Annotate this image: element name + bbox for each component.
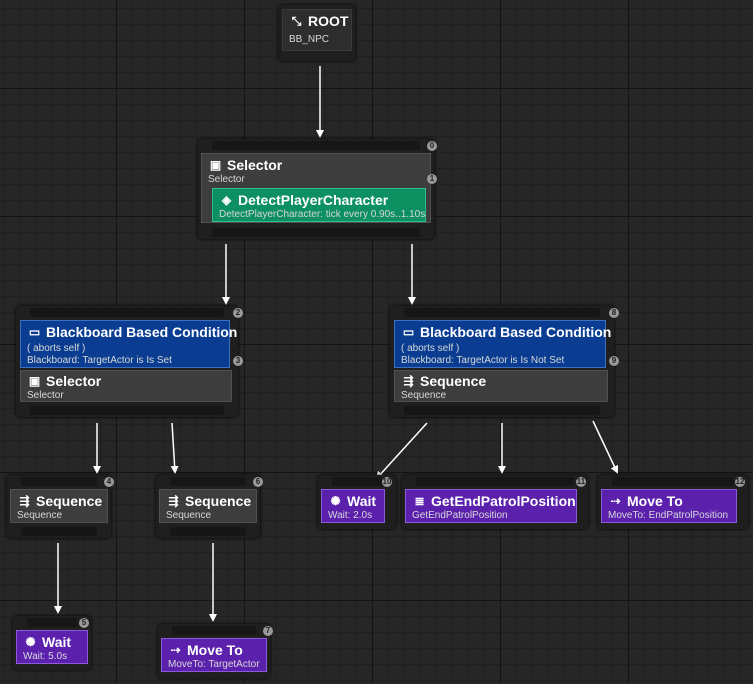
decorator-left-title: Blackboard Based Condition [46,324,238,340]
sequence-b-title: Sequence [185,493,252,509]
decorator-right[interactable]: ▭ Blackboard Based Condition ( aborts sel… [394,320,611,368]
service-title: DetectPlayerCharacter [238,192,389,208]
wait-b-block: ✺ Wait Wait: 2.0s [321,489,385,523]
selector-top-subtitle: Selector [208,174,245,185]
selector-left-title: Selector [46,373,102,389]
decorator-right-condition: Blackboard: TargetActor is Is Not Set [401,355,565,366]
decorator-left-condition: Blackboard: TargetActor is Is Set [27,355,172,366]
sequence-b-block: ⇶ Sequence Sequence [159,489,257,523]
get-end-patrol-task[interactable]: ≣ GetEndPatrolPosition GetEndPatrolPositi… [402,475,588,529]
root-subtitle: BB_NPC [289,34,330,45]
moveto-b-title: Move To [627,493,683,509]
sequence-node-a[interactable]: ⇶ Sequence Sequence 4 [7,475,114,538]
wait-task-a[interactable]: ✺ Wait Wait: 5.0s 5 [13,616,91,670]
root-title: ROOT [308,13,349,29]
node-index: 0 [427,141,437,151]
composite-index: 3 [233,356,243,366]
wait-icon: ✺ [25,634,36,649]
node-index: 11 [576,477,586,487]
wait-a-subtitle: Wait: 5.0s [23,651,68,662]
service-icon: ◈ [221,192,232,207]
node-index: 12 [735,477,745,487]
wait-b-subtitle: Wait: 2.0s [328,510,373,521]
wait-task-b[interactable]: ✺ Wait Wait: 2.0s 10 [318,475,396,529]
selector-top-block: ▣ Selector Selector ◈ DetectPlayerCharacte… [201,153,431,223]
selector-left-block: ▣ Selector Selector [20,370,232,402]
sequence-icon: ⇶ [19,493,30,508]
decorator-index: 8 [609,308,619,318]
root-node[interactable]: ⤡ ROOT BB_NPC [279,5,355,61]
wait-icon: ✺ [330,493,341,508]
moveto-b-subtitle: MoveTo: EndPatrolPosition [608,510,729,521]
sequence-a-block: ⇶ Sequence Sequence [10,489,108,523]
decorator-right-title: Blackboard Based Condition [420,324,612,340]
composite-index: 9 [609,356,619,366]
selector-left-subtitle: Selector [27,390,64,401]
root-icon: ⤡ [291,13,302,28]
moveto-task-b[interactable]: ⇢ Move To MoveTo: EndPatrolPosition 12 [598,475,748,529]
sequence-right-block: ⇶ Sequence Sequence [394,370,608,402]
sequence-node-b[interactable]: ⇶ Sequence Sequence 6 [156,475,263,538]
node-index: 5 [79,618,89,628]
node-index: 7 [263,626,273,636]
sequence-right-title: Sequence [420,373,487,389]
getend-subtitle: GetEndPatrolPosition [412,510,508,521]
moveto-a-title: Move To [187,642,243,658]
service-subtitle: DetectPlayerCharacter: tick every 0.90s.… [219,209,426,220]
service-index: 1 [427,174,437,184]
decorator-index: 2 [233,308,243,318]
wire-right-wait [375,422,428,480]
wire-left-seqb [170,422,179,474]
wait-a-title: Wait [42,634,72,650]
node-index: 6 [253,477,263,487]
decorator-icon: ▭ [28,324,41,339]
moveto-a-subtitle: MoveTo: TargetActor [168,659,260,670]
node-index: 4 [104,477,114,487]
getend-block: ≣ GetEndPatrolPosition GetEndPatrolPositi… [405,489,577,523]
selector-icon: ▣ [209,157,222,172]
selector-icon: ▣ [28,373,41,388]
move-to-icon: ⇢ [170,642,181,657]
getend-title: GetEndPatrolPosition [431,493,576,509]
decorator-right-aborts: ( aborts self ) [401,343,460,354]
right-branch-node[interactable]: ▭ Blackboard Based Condition ( aborts sel… [390,306,619,417]
left-branch-node[interactable]: ▭ Blackboard Based Condition ( aborts sel… [16,306,243,417]
selector-top-title: Selector [227,157,283,173]
move-to-icon: ⇢ [610,493,621,508]
moveto-b-block: ⇢ Move To MoveTo: EndPatrolPosition [601,489,737,523]
selector-node-top[interactable]: ▣ Selector Selector ◈ DetectPlayerCharacte… [198,139,437,239]
sequence-a-subtitle: Sequence [17,510,63,521]
sequence-a-title: Sequence [36,493,103,509]
service-detect-player[interactable]: ◈ DetectPlayerCharacter DetectPlayerChara… [212,188,426,222]
sequence-icon: ⇶ [403,373,414,388]
moveto-a-block: ⇢ Move To MoveTo: TargetActor [161,638,267,672]
decorator-left[interactable]: ▭ Blackboard Based Condition ( aborts sel… [20,320,237,368]
wait-b-title: Wait [347,493,377,509]
sequence-right-subtitle: Sequence [401,390,447,401]
wait-a-block: ✺ Wait Wait: 5.0s [16,630,88,664]
decorator-icon: ▭ [402,324,415,339]
moveto-task-a[interactable]: ⇢ Move To MoveTo: TargetActor 7 [158,624,273,678]
blueprint-task-icon: ≣ [414,493,425,508]
sequence-b-subtitle: Sequence [166,510,212,521]
root-block: ⤡ ROOT BB_NPC [282,9,352,51]
decorator-left-aborts: ( aborts self ) [27,343,86,354]
wire-right-moveto [592,420,619,474]
sequence-icon: ⇶ [168,493,179,508]
node-index: 10 [382,477,392,487]
